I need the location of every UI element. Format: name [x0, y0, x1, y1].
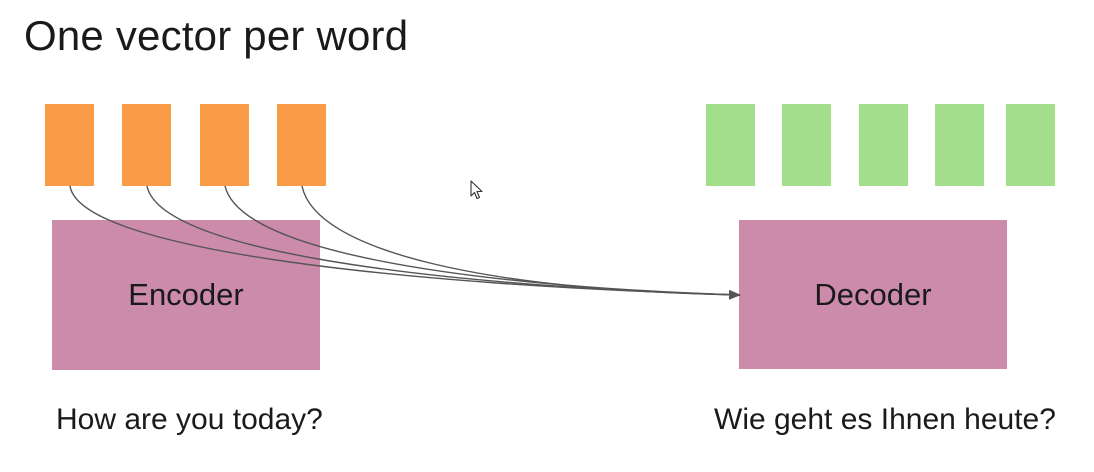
connection-arrow [301, 185, 741, 300]
encoder-vector [277, 104, 326, 186]
decoder-vector [1006, 104, 1055, 186]
decoder-label: Decoder [814, 276, 932, 312]
encoder-label: Encoder [128, 277, 244, 312]
decoder-vector [782, 104, 831, 186]
target-sentence: Wie geht es Ihnen heute? [714, 403, 1056, 436]
encoder-vector [45, 104, 94, 186]
encoder-vector [122, 104, 171, 186]
decoder-vector [706, 104, 755, 186]
decoder-vector [935, 104, 984, 186]
encoder-block: Encoder [52, 220, 320, 370]
mouse-pointer-icon [470, 180, 483, 200]
encoder-vector [200, 104, 249, 186]
source-sentence: How are you today? [56, 403, 323, 436]
slide-title: One vector per word [24, 12, 409, 59]
decoder-vector [859, 104, 908, 186]
decoder-block: Decoder [739, 220, 1007, 369]
